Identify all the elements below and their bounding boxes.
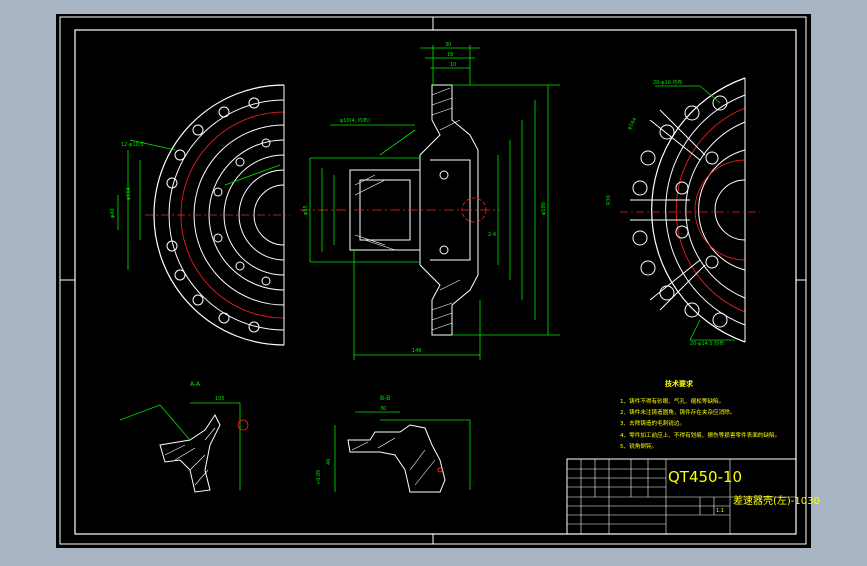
scale-label: 1:1: [716, 508, 724, 514]
svg-text:20-φ14.5 均布: 20-φ14.5 均布: [690, 340, 724, 347]
svg-text:105: 105: [215, 396, 225, 402]
side-a-dim: 30: [380, 406, 386, 412]
bore-dim: φ55: [303, 205, 309, 215]
svg-text:φ10(4, 均布): φ10(4, 均布): [340, 117, 370, 124]
overall-length-dim: 146: [412, 348, 422, 354]
note-item: 2、铸件未注铸造圆角，铸件存在夹杂应消除。: [620, 408, 735, 416]
section-a-label: A-A: [190, 381, 201, 388]
right-flange-view: 20-φ10 均布 20-φ14.5 均布 R30 φ164: [606, 77, 760, 347]
inner-frame: [74, 29, 797, 535]
svg-text:φ40: φ40: [110, 208, 116, 218]
material-label: QT450-10: [668, 468, 742, 486]
svg-text:2:4: 2:4: [488, 232, 496, 238]
center-marks: [60, 17, 806, 544]
svg-text:+0.05: +0.05: [316, 470, 322, 485]
svg-text:20-φ10 均布: 20-φ10 均布: [653, 79, 682, 86]
svg-text:φ164: φ164: [627, 117, 639, 131]
section-b-label: B-B: [380, 395, 390, 402]
svg-text:10: 10: [450, 62, 456, 68]
side-b-dim: 46: [326, 459, 332, 465]
note-item: 4、零件加工前应上、不得有划痕、擦伤等损害零件表面的缺陷。: [620, 431, 780, 439]
hole-callout: 12-φ10.5: [121, 142, 144, 148]
section-a: A-A 105: [119, 381, 249, 493]
note-item: 1、铸件不得有砂眼、气孔、缩松等缺陷。: [620, 397, 724, 405]
notes-title: 技术要求: [665, 379, 694, 388]
note-item: 3、去除铸造的毛刺锐边。: [620, 419, 685, 427]
pitch-dia-dim: φ190: [541, 202, 547, 215]
title-block: QT450-10 差速器壳(左)-1030 1:1: [566, 458, 820, 535]
main-section-view: 146 φ190 φ55 30 16 10 φ10(4, 均布) 2:4: [300, 42, 560, 360]
svg-text:30: 30: [445, 42, 451, 48]
pcd-dim: φ164: [126, 187, 132, 200]
svg-text:16: 16: [447, 52, 453, 58]
note-item: 5、锐角倒钝。: [620, 442, 657, 450]
technical-notes: 技术要求 1、铸件不得有砂眼、气孔、缩松等缺陷。 2、铸件未注铸造圆角，铸件存在…: [620, 379, 780, 450]
section-b: B-B 30 46 +0.05: [316, 395, 471, 493]
svg-text:R30: R30: [606, 195, 612, 205]
left-flange-view: 12-φ10.5 φ164 φ40: [110, 84, 290, 346]
part-name: 差速器壳(左)-1030: [733, 494, 820, 507]
